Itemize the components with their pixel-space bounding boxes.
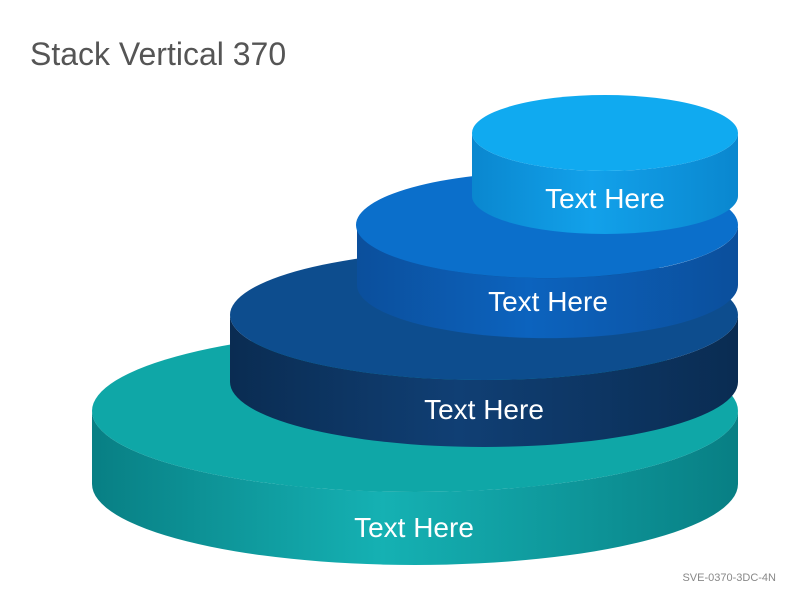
slide-title: Stack Vertical 370 bbox=[30, 36, 287, 72]
stack-layer-4: Text Here bbox=[472, 95, 738, 234]
layer-3-side bbox=[357, 225, 738, 339]
layer-1-side bbox=[92, 411, 738, 565]
layer-4-label: Text Here bbox=[545, 183, 665, 214]
layer-4-side bbox=[472, 133, 738, 234]
layer-1-label: Text Here bbox=[354, 512, 474, 543]
layer-4-top bbox=[472, 95, 738, 171]
layer-2-side bbox=[230, 315, 738, 447]
slide-code: SVE-0370-3DC-4N bbox=[682, 572, 776, 584]
layer-3-label: Text Here bbox=[488, 286, 608, 317]
layer-2-label: Text Here bbox=[424, 394, 544, 425]
